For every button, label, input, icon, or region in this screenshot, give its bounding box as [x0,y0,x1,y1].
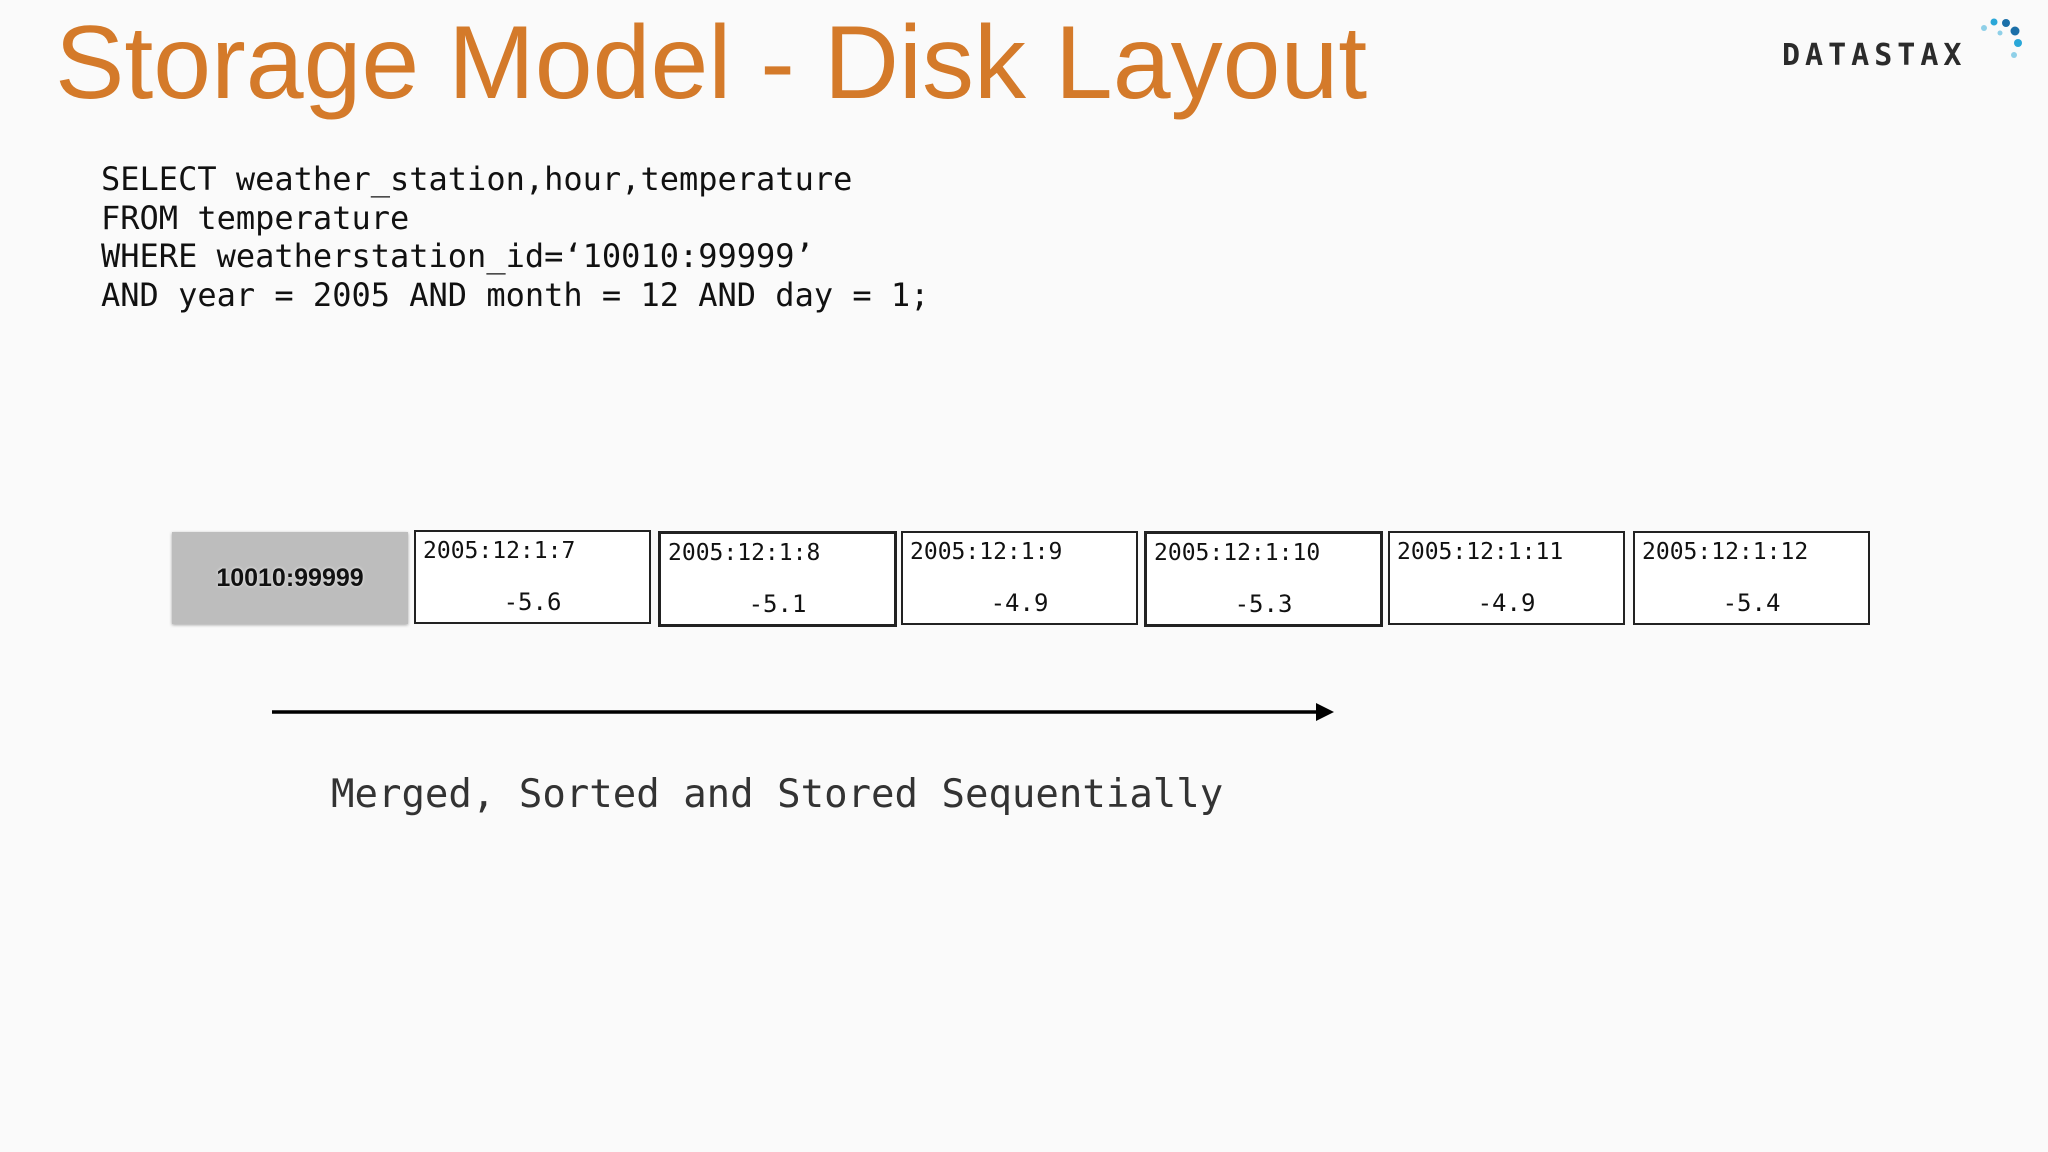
cell-clustering-key: 2005:12:1:7 [423,538,576,564]
logo-wordmark: DATASTAX [1782,38,1967,73]
cell-clustering-key: 2005:12:1:10 [1154,540,1321,566]
query-line: FROM temperature [101,198,410,237]
query-line: SELECT weather_station,hour,temperature [101,160,853,198]
cell-value: -5.6 [503,588,562,616]
cell-clustering-key: 2005:12:1:11 [1397,539,1564,565]
column-cell: 2005:12:1:7 -5.6 [414,530,651,624]
column-cell: 2005:12:1:12 -5.4 [1633,531,1870,625]
column-cell: 2005:12:1:10 -5.3 [1144,531,1383,627]
partition-key-cell: 10010:99999 [172,532,408,624]
slide-title: Storage Model - Disk Layout [55,5,1368,121]
logo-dots-icon [1981,18,2022,58]
cql-query: SELECT weather_station,hour,temperature … [101,160,929,314]
sequential-arrow [272,703,1334,721]
column-cell: 2005:12:1:9 -4.9 [901,531,1138,625]
column-cell: 2005:12:1:8 -5.1 [658,531,897,627]
cell-value: -5.4 [1722,589,1781,617]
datastax-logo: DATASTAX [1780,18,2030,78]
cell-clustering-key: 2005:12:1:8 [668,540,821,566]
cell-clustering-key: 2005:12:1:9 [910,539,1063,565]
column-cell: 2005:12:1:11 -4.9 [1388,531,1625,625]
cell-value: -5.3 [1234,590,1293,618]
cell-value: -5.1 [748,590,807,618]
cell-clustering-key: 2005:12:1:12 [1642,539,1809,565]
cell-value: -4.9 [990,589,1049,617]
cell-value: -4.9 [1477,589,1536,617]
query-line: AND year = 2005 AND month = 12 AND day =… [101,275,930,314]
query-line: WHERE weatherstation_id=‘10010:99999’ [101,237,814,275]
caption: Merged, Sorted and Stored Sequentially [331,772,1224,817]
